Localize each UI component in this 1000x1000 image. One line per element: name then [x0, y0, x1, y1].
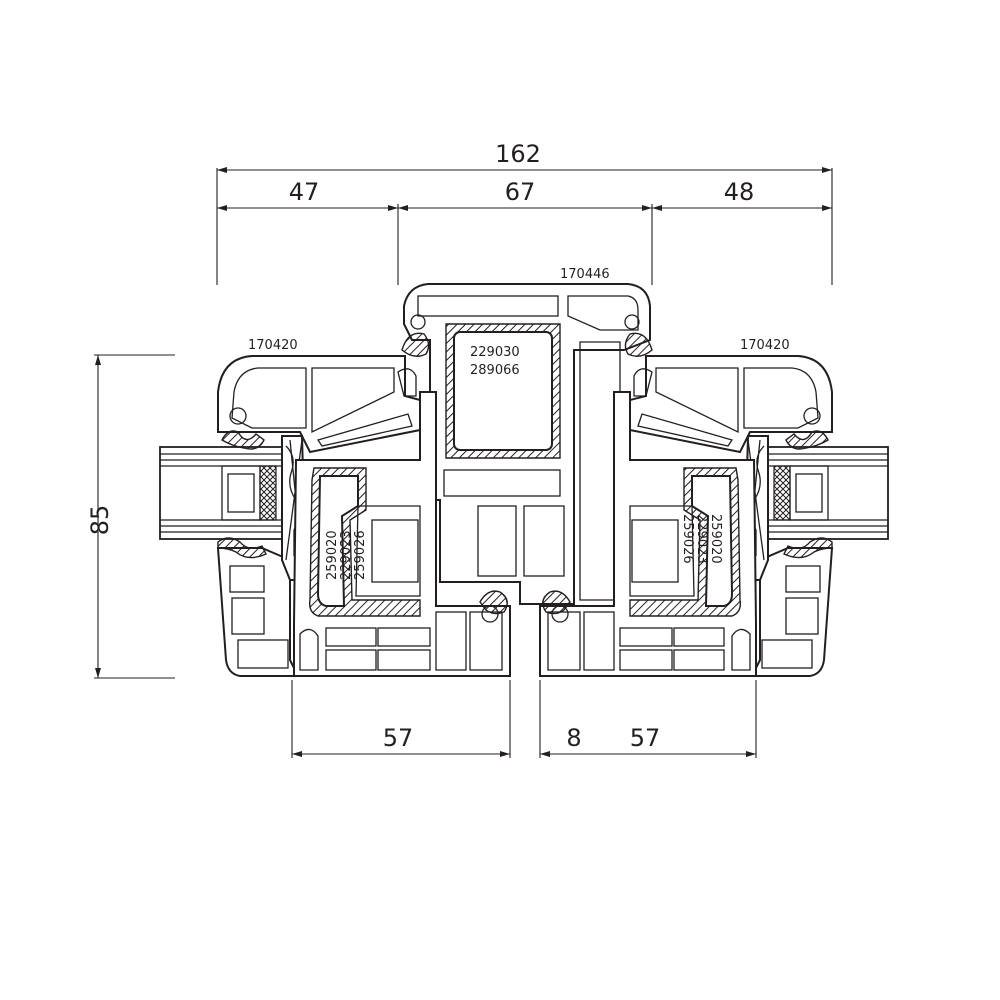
- left-frame-profile: [216, 355, 421, 677]
- left-sash-width-label: 57: [383, 724, 414, 752]
- mullion-profile: [401, 283, 653, 605]
- right-glazing-unit: [767, 446, 889, 540]
- left-glazing-unit: [159, 446, 283, 540]
- left-sash-code-2: 229023: [339, 530, 354, 580]
- mullion-width-label: 67: [505, 178, 536, 206]
- left-frame-code: 170420: [248, 338, 298, 353]
- right-sash-code-1: 259020: [708, 514, 723, 564]
- right-sash-profile: [539, 391, 757, 677]
- overall-width-label: 162: [495, 140, 541, 168]
- gap-width-label: 8: [566, 724, 581, 752]
- mullion-reinforcement-code-2: 289066: [470, 363, 520, 378]
- left-sash-codes: 259020 229023 259026: [325, 530, 368, 580]
- right-sash-width-label: 57: [630, 724, 661, 752]
- dimension-lines: [94, 167, 833, 758]
- right-frame-code: 170420: [740, 338, 790, 353]
- height-label: 85: [86, 505, 114, 536]
- right-sash-codes: 259020 229023 259026: [680, 514, 723, 564]
- right-sash-code-3: 259026: [680, 514, 695, 564]
- right-sash-code-2: 229023: [694, 514, 709, 564]
- left-sash-code-1: 259020: [325, 530, 340, 580]
- right-frame-width-label: 48: [724, 178, 755, 206]
- left-sash-code-3: 259026: [353, 530, 368, 580]
- left-frame-width-label: 47: [289, 178, 320, 206]
- left-sash-profile: [293, 391, 511, 677]
- mullion-reinforcement-code-1: 229030: [470, 345, 520, 360]
- mullion-code: 170446: [560, 267, 610, 282]
